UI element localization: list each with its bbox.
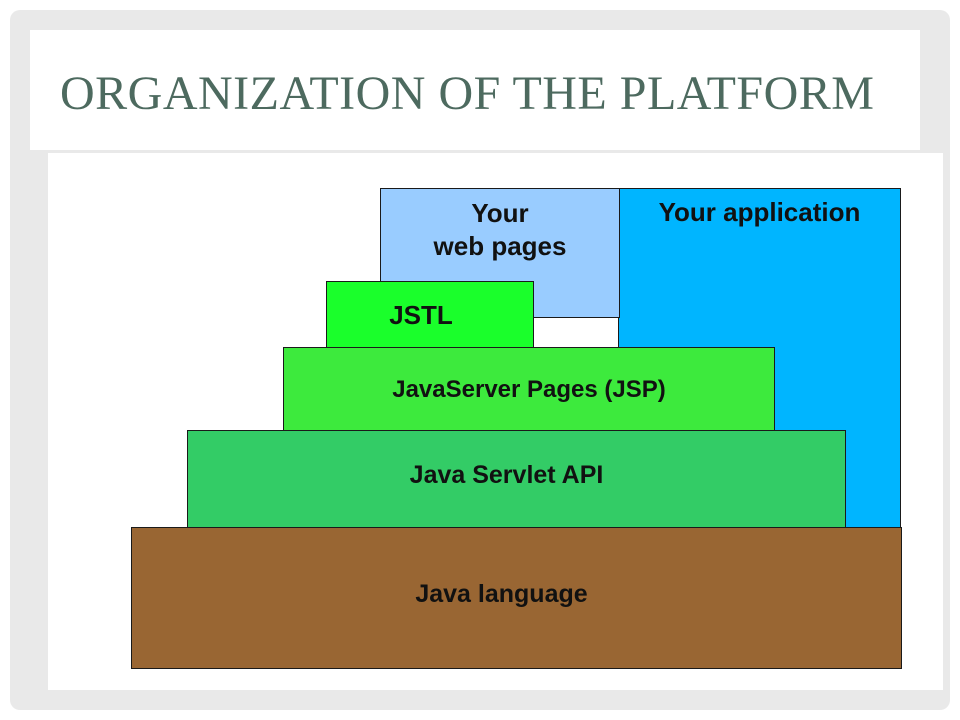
layer-java-language-label: Java language	[415, 579, 588, 608]
layer-java-servlet-api: Java Servlet API	[187, 430, 846, 528]
web-pages-label-line2: web pages	[433, 231, 567, 261]
layer-your-web-pages-label: Your web pages	[434, 197, 567, 263]
layer-java-language: Java language	[131, 527, 902, 669]
layer-jsp-label: JavaServer Pages (JSP)	[392, 375, 666, 403]
layer-java-servlet-api-label: Java Servlet API	[409, 460, 604, 489]
layer-your-application-label: Your application	[658, 197, 861, 227]
layer-jstl: JSTL	[326, 281, 534, 349]
web-pages-label-line1: Your	[471, 198, 529, 228]
title-panel	[30, 30, 920, 150]
layer-jsp: JavaServer Pages (JSP)	[283, 347, 775, 432]
page-title: ORGANIZATION OF THE PLATFORM	[60, 67, 875, 120]
layer-jstl-label: JSTL	[389, 299, 453, 330]
